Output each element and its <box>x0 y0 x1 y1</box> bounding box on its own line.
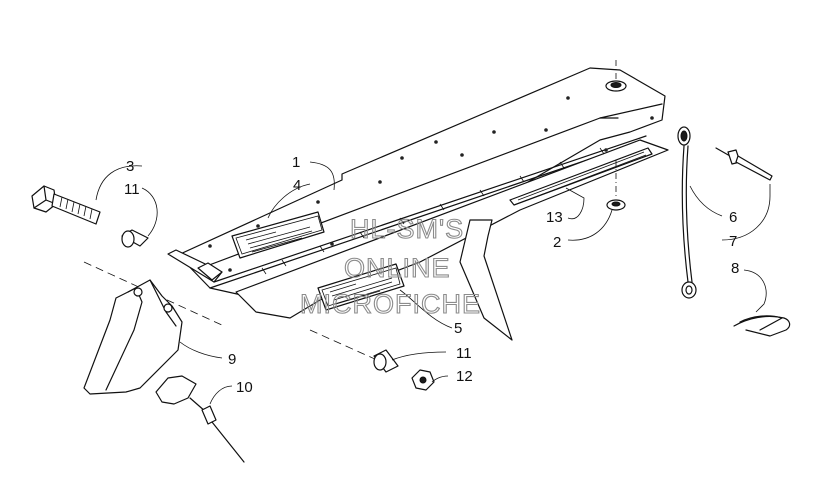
callout-3: 3 <box>126 158 134 175</box>
callout-2: 2 <box>553 234 561 251</box>
callout-1: 1 <box>292 154 300 171</box>
callout-5: 5 <box>454 320 462 337</box>
watermark-line-1: HL-SM'S <box>350 214 464 244</box>
callout-7: 7 <box>729 233 737 250</box>
nut <box>411 369 435 391</box>
callout-8: 8 <box>731 260 739 277</box>
decal-lower <box>317 263 405 311</box>
callout-12: 12 <box>456 368 473 385</box>
callout-labels: 1 2 3 4 5 6 7 8 9 10 11 11 12 13 <box>124 154 739 396</box>
callout-9: 9 <box>228 351 236 368</box>
cable <box>677 126 697 299</box>
leader-lines <box>95 161 771 405</box>
hinge-plate <box>167 67 669 341</box>
callout-13: 13 <box>546 209 563 226</box>
lanyard-pin <box>155 375 245 463</box>
watermark-line-3: MICROFICHE <box>300 289 481 319</box>
callout-10: 10 <box>236 379 253 396</box>
watermark-line-2: ONLINE <box>344 253 451 283</box>
decal-upper <box>231 211 325 259</box>
bracket <box>83 279 183 395</box>
callout-4: 4 <box>293 177 301 194</box>
callout-11-lower: 11 <box>456 345 472 362</box>
bushing-upper <box>121 229 149 248</box>
pin <box>715 147 773 181</box>
hair-pin-clip <box>733 315 791 337</box>
bolt <box>31 185 101 225</box>
callout-6: 6 <box>729 209 737 226</box>
washer <box>606 199 626 211</box>
watermark: HL-SM'S ONLINE MICROFICHE <box>299 213 481 319</box>
bushing-lower <box>373 349 399 373</box>
callout-11-upper: 11 <box>124 181 140 198</box>
